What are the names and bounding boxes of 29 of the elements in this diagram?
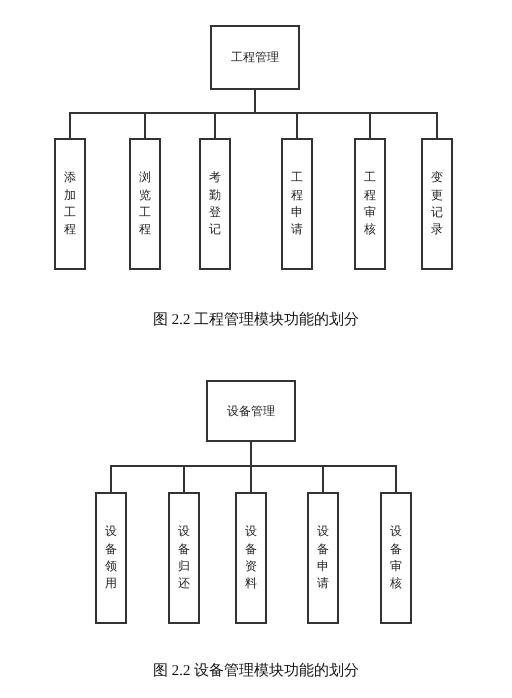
figure-caption: 图 2.2 设备管理模块功能的划分 — [152, 663, 360, 679]
module-box — [199, 138, 231, 270]
module-box — [281, 138, 313, 270]
module-label: 工程申请 — [291, 169, 303, 238]
module-box — [354, 138, 386, 270]
module-label: 考勤登记 — [209, 169, 221, 238]
module-box — [307, 492, 339, 624]
module-label: 设备领用 — [105, 523, 117, 592]
module-box — [95, 492, 127, 624]
module-label: 设备资料 — [245, 523, 257, 592]
root-module-box — [210, 25, 300, 90]
module-label: 工程审核 — [364, 169, 376, 238]
module-box — [380, 492, 412, 624]
module-label: 设备审核 — [390, 523, 402, 592]
module-box — [421, 138, 453, 270]
module-box — [54, 138, 86, 270]
root-module-box — [206, 380, 296, 442]
module-box — [129, 138, 161, 270]
module-label: 变更记录 — [431, 169, 443, 238]
module-label: 工程管理 — [231, 49, 279, 66]
module-box — [235, 492, 267, 624]
connector-line — [254, 90, 438, 138]
module-label: 添加工程 — [64, 169, 76, 238]
module-box — [168, 492, 200, 624]
module-label: 浏览工程 — [139, 169, 151, 238]
module-label: 设备归还 — [178, 523, 190, 592]
module-label: 设备申请 — [317, 523, 329, 592]
figure-caption: 图 2.2 工程管理模块功能的划分 — [152, 312, 360, 328]
module-label: 设备管理 — [227, 402, 275, 420]
